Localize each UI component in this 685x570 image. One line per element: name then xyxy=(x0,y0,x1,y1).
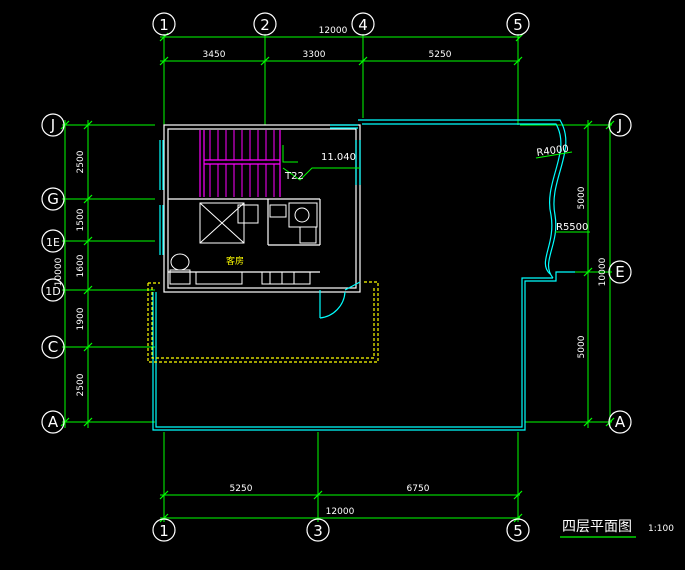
dim-right-seg-1: 5000 xyxy=(577,186,587,209)
stair-tag: T22 xyxy=(284,171,304,182)
axis-bottom-2: 3 xyxy=(313,522,323,540)
dim-bottom-total: 12000 xyxy=(326,507,355,517)
furniture xyxy=(169,202,318,285)
axis-right-2: E xyxy=(615,263,624,281)
dim-left-seg-1: 2500 xyxy=(76,150,86,173)
axis-top-3: 4 xyxy=(358,16,368,34)
core-windows xyxy=(159,124,361,319)
dim-top-seg-2: 3300 xyxy=(303,50,326,60)
axis-top-1: 1 xyxy=(159,16,169,34)
elevation-label: 11.040 xyxy=(321,152,356,163)
axis-left-6: A xyxy=(48,413,59,431)
axis-bottom-1: 1 xyxy=(159,522,169,540)
dim-bottom-seg-2: 6750 xyxy=(407,484,430,494)
dim-top-total: 12000 xyxy=(319,26,348,36)
grid-lines xyxy=(62,34,612,522)
dim-left-seg-4: 1900 xyxy=(76,307,86,330)
axis-top-2: 2 xyxy=(260,16,270,34)
core-walls xyxy=(163,124,361,293)
stair xyxy=(199,130,281,197)
dim-right-total: 10000 xyxy=(598,257,608,286)
axis-bubbles-right xyxy=(608,113,632,434)
radius-label-2: R5500 xyxy=(556,222,588,233)
axis-left-4: 1D xyxy=(45,285,60,298)
axis-bubbles-bottom xyxy=(152,518,530,542)
stair-arrow xyxy=(282,145,360,181)
axis-bubbles-left xyxy=(41,113,65,434)
axis-left-2: G xyxy=(47,190,59,208)
axis-bubbles-top xyxy=(152,12,530,36)
dim-top-seg-1: 3450 xyxy=(203,50,226,60)
axis-left-1: J xyxy=(50,116,55,134)
radius-leader-1 xyxy=(535,151,573,159)
dim-left-seg-2: 1500 xyxy=(76,208,86,231)
axis-left-5: C xyxy=(48,338,58,356)
room-label: 客房 xyxy=(226,255,244,267)
radius-label-1: R4000 xyxy=(536,144,570,159)
dim-bottom-seg-1: 5250 xyxy=(230,484,253,494)
drawing-title: 四层平面图 xyxy=(562,519,632,535)
dim-left-total: 10000 xyxy=(54,257,64,286)
dim-left-seg-5: 2500 xyxy=(76,373,86,396)
axis-left-3: 1E xyxy=(46,236,60,249)
drawing-scale: 1:100 xyxy=(648,524,674,534)
dim-top-seg-3: 5250 xyxy=(429,50,452,60)
dimension-ticks xyxy=(60,32,615,523)
building-outline xyxy=(152,119,575,431)
dim-right-seg-2: 5000 xyxy=(577,335,587,358)
axis-bottom-3: 5 xyxy=(513,522,523,540)
balcony-outline xyxy=(147,281,379,363)
dim-left-seg-3: 1600 xyxy=(76,254,86,277)
axis-top-4: 5 xyxy=(513,16,523,34)
axis-right-3: A xyxy=(615,413,626,431)
axis-right-1: J xyxy=(617,116,622,134)
